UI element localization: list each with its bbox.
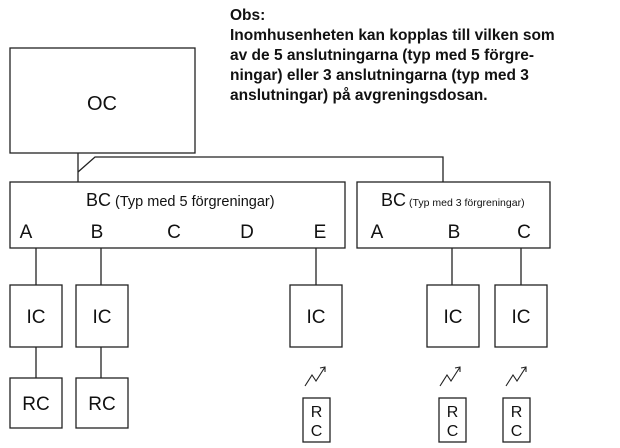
wireless-rc-box-2 xyxy=(438,397,467,443)
bc5-port-d: D xyxy=(240,222,254,243)
oc-box xyxy=(9,47,196,154)
oc-label: OC xyxy=(87,93,117,115)
wireless-rc-3-line1: R xyxy=(511,404,523,421)
ic-label-1: IC xyxy=(27,307,46,328)
wireless-rc-2-line2: C xyxy=(447,423,459,440)
wireless-rc-3-line2: C xyxy=(511,423,523,440)
oc-to-bc3-pipe xyxy=(77,156,444,182)
bc3-port-b: B xyxy=(448,222,461,243)
bc5-port-a: A xyxy=(20,222,33,243)
ic-label-5: IC xyxy=(512,307,531,328)
rc-label-2: RC xyxy=(88,394,115,415)
bc5-type-label: (Typ med 5 förgreningar) xyxy=(115,194,275,210)
rc-box-1 xyxy=(9,377,63,429)
ic-box-3 xyxy=(289,284,343,348)
bc3-label: BC(Typ med 3 förgreningar) xyxy=(381,190,525,210)
wireless-signal-icon xyxy=(439,366,461,387)
note: Obs: Inomhusenheten kan kopplas till vil… xyxy=(230,6,616,106)
wireless-rc-box-1 xyxy=(302,397,331,443)
wireless-rc-1-line1: R xyxy=(311,404,323,421)
note-line-3: ningar) eller 3 anslutningarna (typ med … xyxy=(230,67,529,84)
wireless-rc-2-line1: R xyxy=(447,404,459,421)
bc3-port-a: A xyxy=(371,222,384,243)
rc-box-2 xyxy=(75,377,129,429)
ic-box-4 xyxy=(426,284,480,348)
bc5-port-e: E xyxy=(314,222,327,243)
ic-box-2 xyxy=(75,284,129,348)
note-line-2: av de 5 anslutningarna (typ med 5 förgre… xyxy=(230,47,535,64)
ic-label-3: IC xyxy=(307,307,326,328)
bc5-label: BC(Typ med 5 förgreningar) xyxy=(86,190,275,210)
bc5-box xyxy=(9,181,346,249)
wireless-signal-icon xyxy=(505,366,527,387)
note-title: Obs: xyxy=(230,7,266,24)
ic-label-4: IC xyxy=(444,307,463,328)
bc3-type-label: (Typ med 3 förgreningar) xyxy=(409,197,525,209)
bc5-port-c: C xyxy=(167,222,181,243)
note-line-1: Inomhusenheten kan kopplas till vilken s… xyxy=(230,27,555,44)
bc3-box xyxy=(356,181,551,249)
bc5-port-b: B xyxy=(91,222,104,243)
wireless-signal-icon xyxy=(304,366,326,387)
bc3-port-c: C xyxy=(517,222,531,243)
wireless-rc-1-line2: C xyxy=(311,423,323,440)
wireless-rc-box-3 xyxy=(502,397,531,443)
note-line-4: anslutningar) på avgreningsdosan. xyxy=(230,87,488,104)
ic-label-2: IC xyxy=(93,307,112,328)
ic-box-5 xyxy=(494,284,548,348)
rc-label-1: RC xyxy=(22,394,49,415)
